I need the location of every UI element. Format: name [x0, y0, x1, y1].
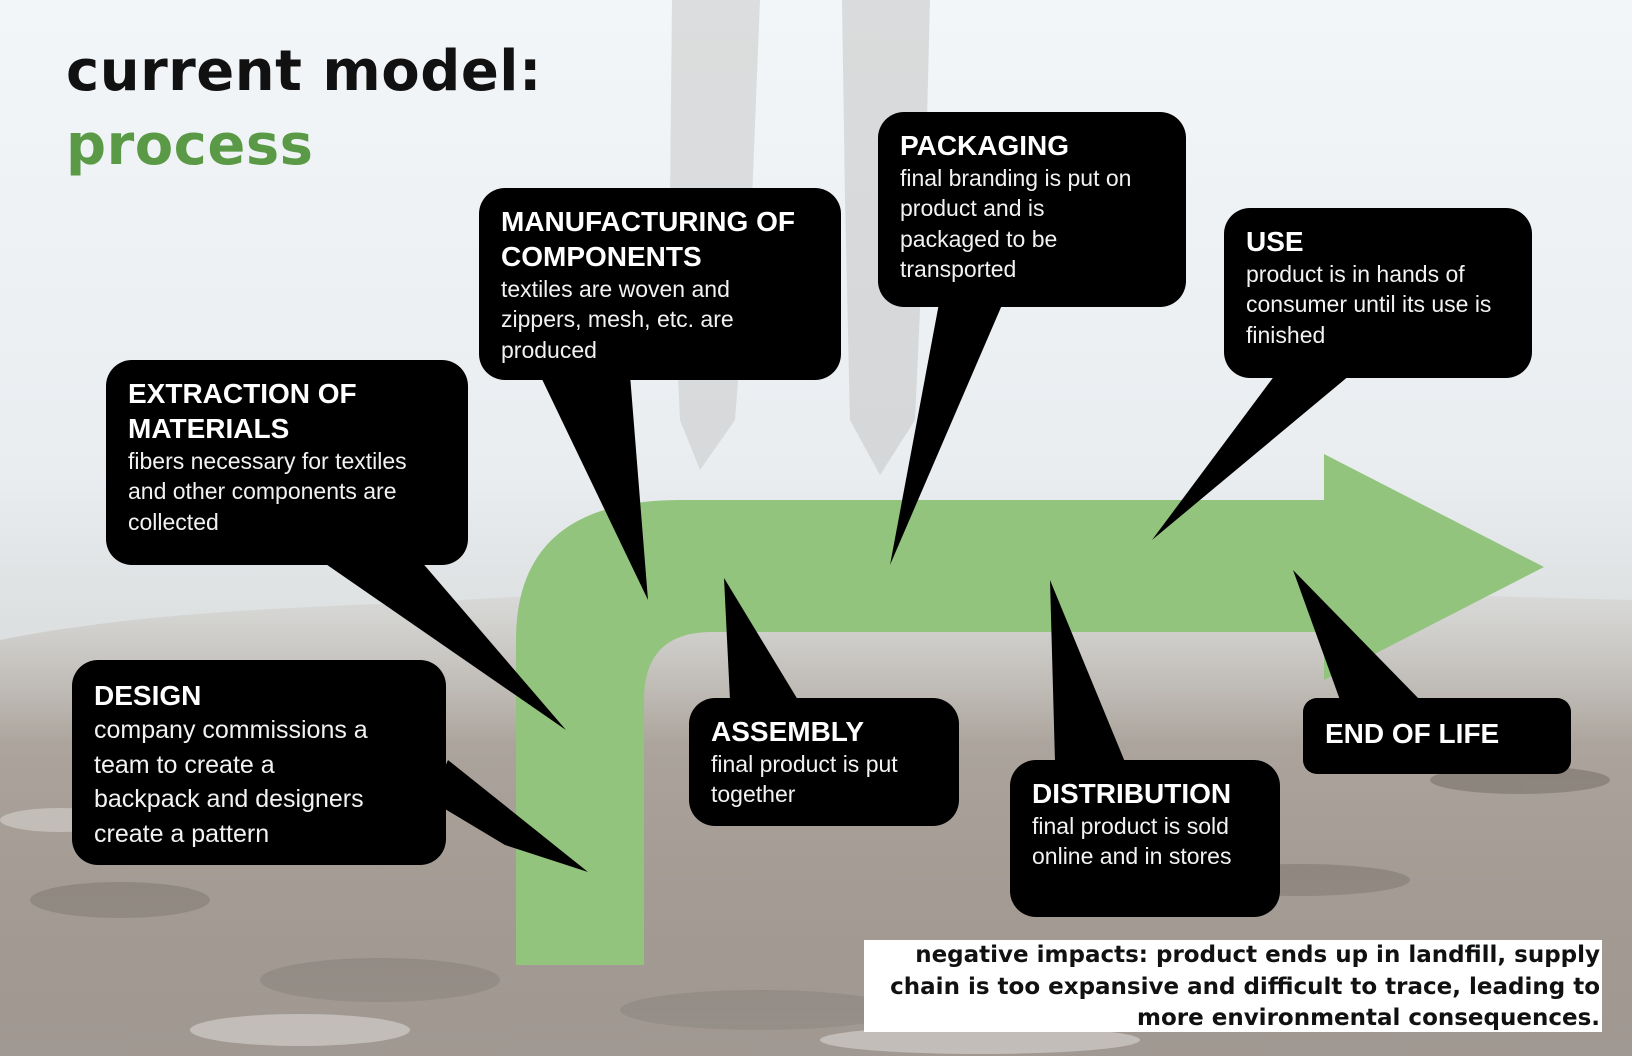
- extraction-title: EXTRACTION OF MATERIALS: [128, 378, 357, 444]
- design-desc: company commissions a team to create a b…: [94, 716, 368, 848]
- distribution-box: DISTRIBUTION final product is sold onlin…: [1010, 760, 1280, 917]
- design-box: DESIGN company commissions a team to cre…: [72, 660, 446, 865]
- design-title: DESIGN: [94, 680, 202, 711]
- end-of-life-pointer: [1293, 570, 1420, 700]
- manufacturing-title: MANUFACTURING OF COMPONENTS: [501, 206, 795, 272]
- use-title: USE: [1246, 226, 1304, 257]
- packaging-pointer: [890, 298, 1005, 565]
- assembly-box: ASSEMBLY final product is put together: [689, 698, 959, 826]
- manufacturing-pointer: [540, 375, 648, 600]
- use-desc: product is in hands of consumer until it…: [1246, 261, 1492, 348]
- process-arrow: [516, 454, 1544, 965]
- page-title: current model:: [66, 39, 542, 104]
- distribution-title: DISTRIBUTION: [1032, 778, 1232, 809]
- use-pointer: [1152, 375, 1350, 540]
- assembly-title: ASSEMBLY: [711, 716, 865, 747]
- assembly-desc: final product is put together: [711, 751, 898, 808]
- assembly-pointer: [724, 578, 798, 700]
- extraction-box: EXTRACTION OF MATERIALS fibers necessary…: [106, 360, 468, 565]
- manufacturing-desc: textiles are woven and zippers, mesh, et…: [501, 276, 734, 363]
- distribution-desc: final product is sold online and in stor…: [1032, 813, 1232, 870]
- end-of-life-box: END OF LIFE: [1303, 698, 1571, 774]
- extraction-desc: fibers necessary for textiles and other …: [128, 448, 407, 535]
- use-box: USE product is in hands of consumer unti…: [1224, 208, 1532, 378]
- packaging-box: PACKAGING final branding is put on produ…: [878, 112, 1186, 307]
- negative-impacts-note: negative impacts: product ends up in lan…: [864, 940, 1602, 1032]
- distribution-pointer: [1050, 580, 1125, 762]
- page-subtitle: process: [66, 113, 314, 178]
- design-pointer: [430, 760, 588, 872]
- end-of-life-title: END OF LIFE: [1325, 718, 1500, 749]
- manufacturing-box: MANUFACTURING OF COMPONENTS textiles are…: [479, 188, 841, 380]
- extraction-pointer: [320, 560, 566, 730]
- packaging-title: PACKAGING: [900, 130, 1070, 161]
- callout-pointers: [320, 298, 1420, 872]
- packaging-desc: final branding is put on product and is …: [900, 165, 1132, 283]
